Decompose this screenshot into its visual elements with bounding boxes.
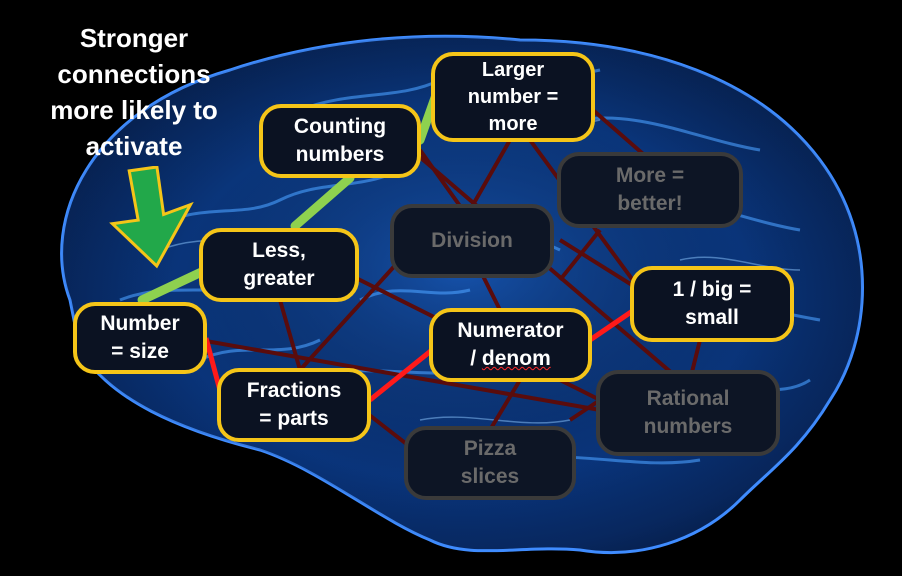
node-fractions-parts: Fractions = parts — [217, 368, 371, 442]
link-red — [368, 348, 434, 402]
node-pizza-slices: Pizza slices — [404, 426, 576, 500]
node-numerator-line1: Numerator — [457, 319, 564, 342]
link-weak — [558, 238, 642, 292]
node-larger-number: Larger number = more — [431, 52, 595, 142]
link-weak — [278, 299, 302, 371]
link-weak — [488, 378, 522, 432]
node-division: Division — [390, 204, 554, 278]
callout-text: Stronger connections more likely to acti… — [50, 23, 218, 161]
link-weak — [558, 228, 602, 282]
link-strong — [290, 173, 355, 231]
arrow-down-icon — [109, 166, 194, 269]
node-number-size: Number = size — [73, 302, 207, 374]
node-numerator-denom: Numerator / denom — [429, 308, 592, 382]
link-red — [588, 307, 636, 343]
node-rational-numbers: Rational numbers — [596, 370, 780, 456]
node-more-better: More = better! — [557, 152, 743, 228]
node-less-greater: Less, greater — [199, 228, 359, 302]
node-counting-numbers: Counting numbers — [259, 104, 421, 178]
link-weak — [568, 398, 602, 422]
link-weak — [468, 139, 512, 211]
node-one-big-small: 1 / big = small — [630, 266, 794, 342]
link-strong — [137, 263, 215, 305]
link-weak — [298, 258, 402, 372]
node-numerator-line2: / denom — [470, 347, 551, 370]
spellcheck-word: denom — [481, 347, 551, 370]
